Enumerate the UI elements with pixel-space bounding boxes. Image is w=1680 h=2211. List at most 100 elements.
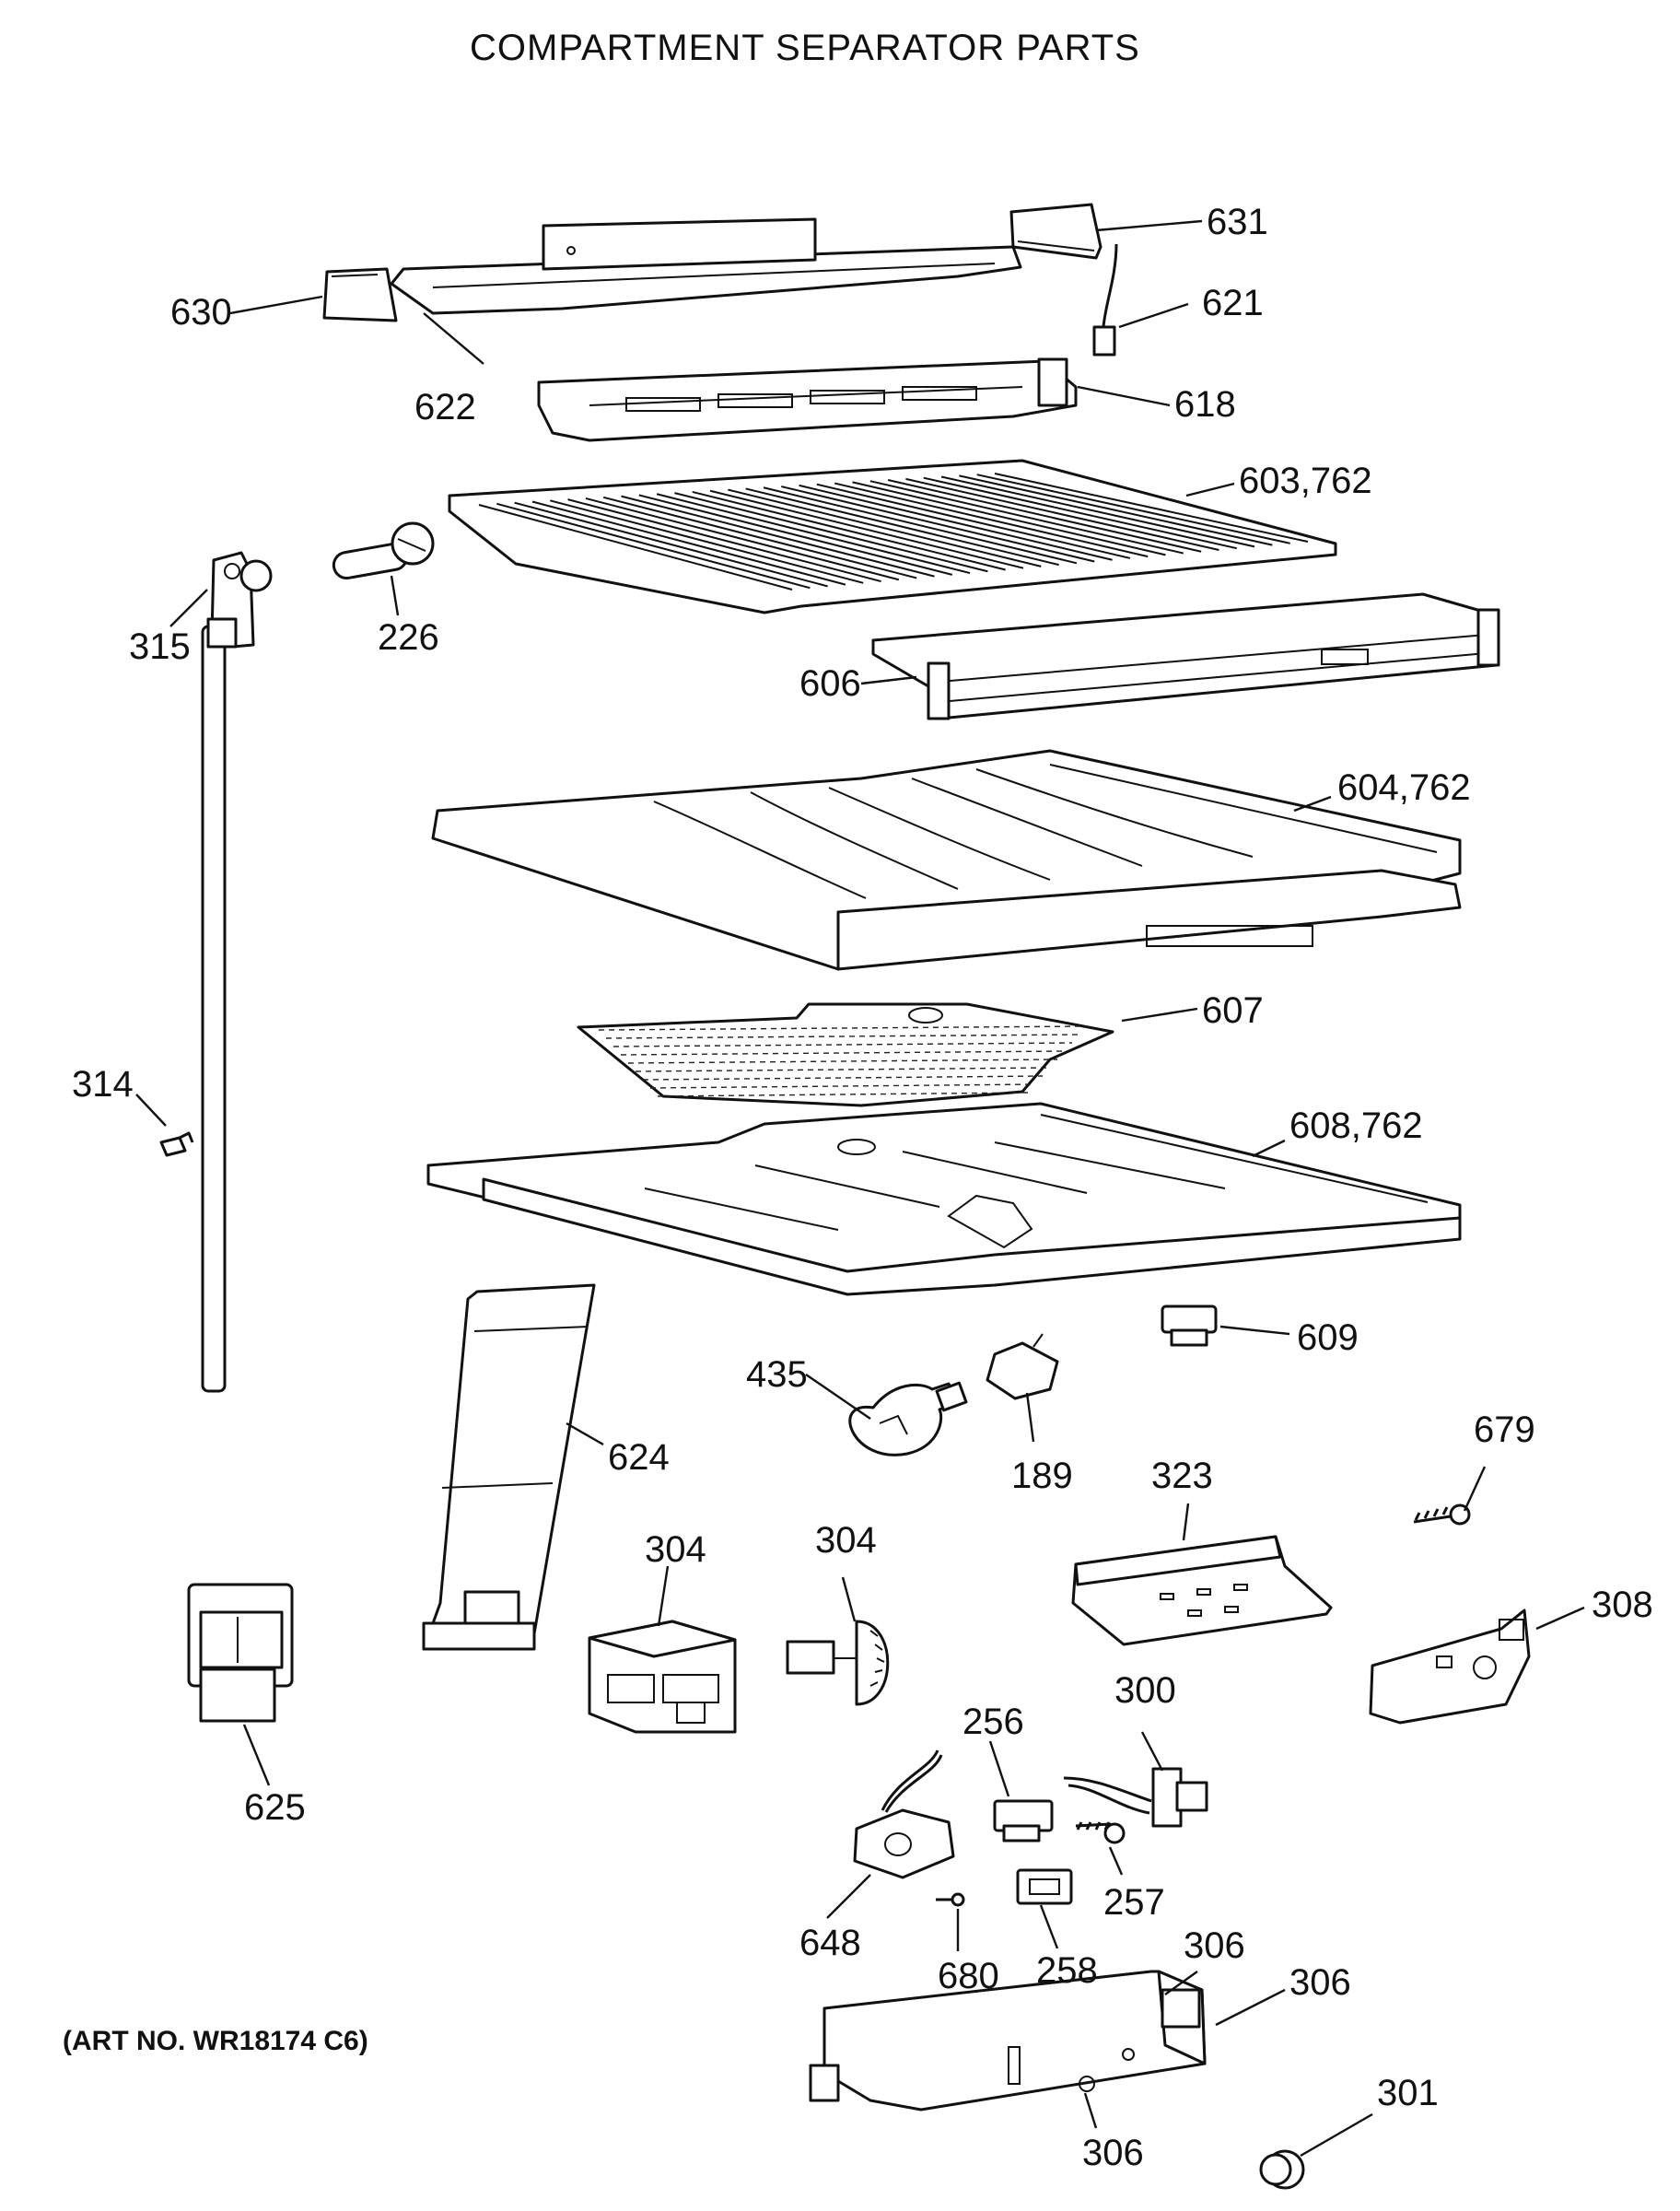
shelf-rib <box>940 475 1255 548</box>
callout-631: 631 <box>1207 202 1268 242</box>
part-256-relay <box>993 1799 1054 1842</box>
part-631-block <box>1009 203 1102 260</box>
mesh-line <box>598 1025 1088 1031</box>
callout-304-housing: 304 <box>645 1529 706 1570</box>
shelf-rib <box>638 494 953 576</box>
part-608-shelf <box>426 1102 1462 1296</box>
callout-622: 622 <box>414 387 476 427</box>
shelf-rib <box>656 493 971 575</box>
part-300-overload <box>1063 1767 1208 1828</box>
part-618-light-housing <box>537 357 1078 442</box>
part-306-control-housing <box>809 1970 1207 2112</box>
callout-257: 257 <box>1103 1882 1165 1923</box>
callout-308: 308 <box>1592 1585 1653 1625</box>
shelf-rib <box>905 477 1219 551</box>
callout-608-762: 608,762 <box>1289 1106 1423 1146</box>
callout-680: 680 <box>938 1956 999 1996</box>
callout-621: 621 <box>1202 283 1264 323</box>
part-257-screw <box>1075 1821 1126 1844</box>
shelf-rib <box>602 496 917 579</box>
part-606-channel <box>871 592 1500 720</box>
shelf-rib <box>745 487 1059 567</box>
part-189-socket <box>986 1333 1059 1400</box>
shelf-rib <box>852 481 1166 556</box>
callout-648: 648 <box>799 1923 861 1963</box>
callout-301: 301 <box>1377 2073 1439 2113</box>
part-323-bracket <box>1071 1535 1333 1646</box>
shelf-rib <box>923 476 1237 550</box>
callout-607: 607 <box>1202 990 1264 1031</box>
callout-603-762: 603,762 <box>1239 461 1372 501</box>
callout-314: 314 <box>72 1064 134 1105</box>
shelf-rib <box>531 500 846 586</box>
callout-679: 679 <box>1474 1410 1535 1450</box>
part-621-wire <box>1092 243 1118 357</box>
callout-315: 315 <box>129 626 191 667</box>
callout-435: 435 <box>746 1354 808 1395</box>
shelf-rib <box>763 486 1078 565</box>
shelf-rib <box>585 497 900 581</box>
leader-lines <box>135 219 1585 2158</box>
part-630-block <box>322 267 398 322</box>
callout-256: 256 <box>962 1702 1024 1742</box>
shelf-rib <box>816 483 1131 559</box>
callout-306-right: 306 <box>1289 1962 1351 2003</box>
mesh-line <box>649 1083 1036 1089</box>
part-308-plate <box>1369 1609 1531 1725</box>
part-625-switch-box <box>187 1583 294 1723</box>
shelf-rib <box>567 498 881 583</box>
mesh-line <box>627 1059 1058 1064</box>
shelf-rib <box>692 490 1006 571</box>
shelf-rib <box>799 484 1113 561</box>
shelf-rib <box>549 499 864 584</box>
part-258-block <box>1016 1868 1073 1905</box>
diagram-title: COMPARTMENT SEPARATOR PARTS <box>470 28 1140 68</box>
part-314-clip <box>159 1131 194 1157</box>
callout-258: 258 <box>1036 1950 1098 1991</box>
mesh-line <box>635 1067 1051 1072</box>
part-680-screw <box>936 1892 965 1907</box>
shelf-rib <box>959 474 1273 546</box>
callout-304-thermostat: 304 <box>815 1520 877 1561</box>
part-604-shelf <box>431 749 1462 971</box>
shelf-rib <box>976 474 1290 544</box>
callout-189: 189 <box>1011 1456 1073 1496</box>
shelf-rib <box>887 479 1202 553</box>
callout-630: 630 <box>170 292 232 333</box>
callout-606: 606 <box>799 663 861 704</box>
shelf-rib <box>478 504 793 591</box>
shelf-rib <box>869 480 1184 555</box>
part-435-bulb <box>848 1381 968 1456</box>
part-622-cover <box>390 217 1022 315</box>
part-648-motor <box>853 1749 955 1879</box>
part-607-mesh <box>577 1002 1114 1107</box>
callout-609: 609 <box>1297 1317 1359 1358</box>
part-304-thermostat <box>786 1620 890 1706</box>
mesh-line <box>605 1034 1080 1039</box>
mesh-line <box>657 1092 1029 1097</box>
shelf-rib <box>834 482 1149 558</box>
part-603-shelf <box>448 459 1337 614</box>
part-609-switch <box>1161 1304 1218 1347</box>
callout-300: 300 <box>1114 1670 1176 1711</box>
part-624-duct <box>422 1283 596 1651</box>
shelf-rib <box>674 492 988 573</box>
part-315-hinge-and-rod <box>201 551 273 1393</box>
callout-306-top: 306 <box>1184 1925 1245 1966</box>
callout-625: 625 <box>244 1787 306 1828</box>
shelf-rib <box>496 502 811 590</box>
shelf-rib <box>709 489 1024 569</box>
callout-226: 226 <box>378 617 439 658</box>
callout-323: 323 <box>1151 1456 1213 1496</box>
callout-306-bottom: 306 <box>1082 2133 1144 2173</box>
callout-618: 618 <box>1174 384 1236 425</box>
callout-labels: 631 630 621 622 618 603,762 315 226 606 … <box>72 202 1653 2173</box>
part-679-screw <box>1413 1503 1471 1526</box>
shelf-rib <box>781 485 1095 563</box>
mesh-line <box>620 1050 1066 1056</box>
shelf-rib <box>621 495 935 578</box>
part-226-pin <box>332 521 435 580</box>
art-number: (ART NO. WR18174 C6) <box>63 2026 368 2056</box>
